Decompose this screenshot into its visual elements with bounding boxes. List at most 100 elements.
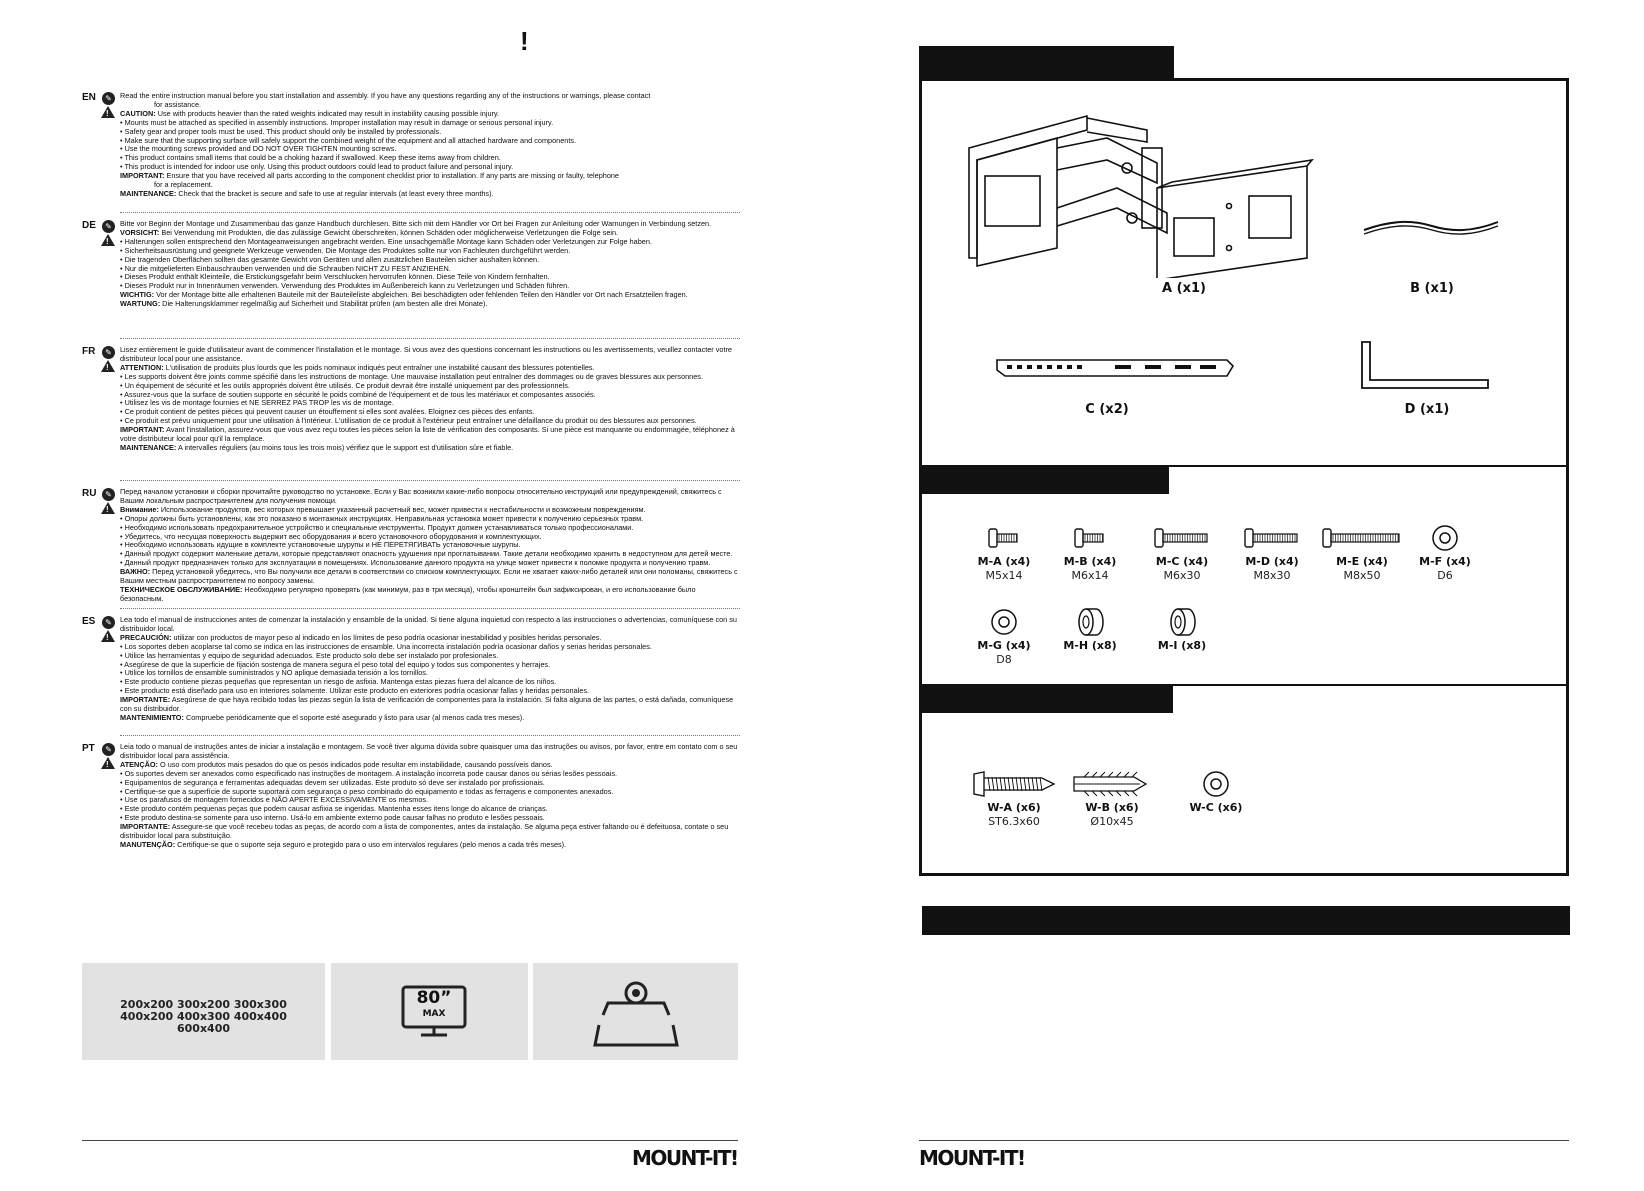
warning-sentence: Ensure that you have received all parts …	[164, 171, 619, 181]
language-code: PT	[82, 743, 95, 754]
warning-label: IMPORTANTE:	[120, 822, 171, 832]
part-d-label: D (x1)	[1404, 402, 1450, 417]
vesa-line: 200x200 300x200 300x300	[120, 998, 287, 1011]
warning-text: Leia todo o manual de instruções antes d…	[120, 742, 740, 850]
bolt-icon	[1154, 528, 1208, 548]
warning-paragraph: Lea todo el manual de instrucciones ante…	[120, 615, 740, 634]
language-code: EN	[82, 92, 96, 103]
dotted-separator	[120, 212, 740, 213]
warning-label: MANUTENÇÃO:	[120, 839, 176, 849]
bolt-icon	[1244, 528, 1298, 548]
weight-box	[533, 963, 738, 1060]
read-manual-icon: ✎	[102, 616, 115, 629]
dotted-separator	[120, 338, 740, 339]
weight-icon	[593, 981, 679, 1047]
warning-paragraph: • Dieses Produkt nur in Innenräumen verw…	[120, 281, 740, 291]
warning-paragraph: • This product contains small items that…	[120, 153, 740, 163]
warning-sentence: O uso com produtos mais pesados do que o…	[157, 759, 553, 769]
warning-sentence: A intervalles réguliers (au moins tous l…	[176, 442, 514, 452]
warning-sentence: • Необходимо использовать идущие в компл…	[120, 540, 521, 550]
caution-icon: !	[101, 502, 115, 514]
section-divider	[919, 684, 1569, 686]
hardware-size: M6x30	[1163, 569, 1201, 582]
warning-label: IMPORTANT:	[120, 425, 165, 435]
screen-size-box: 80” MAX	[331, 963, 528, 1060]
warning-paragraph: • Este produto destina-se somente para u…	[120, 813, 740, 823]
hardware-label: M-C (x4)	[1155, 555, 1209, 568]
hardware-size: D8	[996, 653, 1012, 666]
warning-paragraph: • Mounts must be attached as specified i…	[120, 118, 740, 128]
warning-label: CAUTION:	[120, 108, 156, 118]
warning-paragraph: IMPORTANTE: Assegure-se que você recebeu…	[120, 822, 740, 841]
dotted-separator	[120, 608, 740, 609]
warning-label: ATENÇÃO:	[120, 759, 158, 769]
hardware-size: Ø10x45	[1090, 815, 1134, 828]
warning-paragraph: • Необходимо использовать идущие в компл…	[120, 540, 740, 550]
part-a-label: A (x1)	[1162, 281, 1206, 296]
warning-paragraph: Leia todo o manual de instruções antes d…	[120, 742, 740, 761]
warning-paragraph: IMPORTANTE: Asegúrese de que haya recibi…	[120, 695, 740, 714]
warning-sentence: • Os suportes devem ser anexados como es…	[120, 768, 617, 778]
warning-label: WICHTIG:	[120, 290, 155, 300]
warning-paragraph: MAINTENANCE: A intervalles réguliers (au…	[120, 442, 740, 453]
washer-icon	[1432, 525, 1458, 551]
warning-paragraph: PRECAUCIÓN: utilizar con productos de ma…	[120, 633, 740, 643]
language-code: DE	[82, 220, 96, 231]
warning-paragraph: • Un équipement de sécurité et les outil…	[120, 381, 740, 391]
warning-paragraph: Внимание: Использование продуктов, вес к…	[120, 505, 740, 515]
warning-sentence: • Use os parafusos de montagem fornecido…	[120, 795, 429, 805]
warning-paragraph: • Nur die mitgelieferten Einbauschrauben…	[120, 264, 740, 274]
warning-label: MAINTENANCE:	[120, 188, 177, 198]
warning-sentence: Check that the bracket is secure and saf…	[176, 188, 494, 198]
warning-sentence: Lea todo el manual de instrucciones ante…	[120, 615, 737, 633]
warning-text: Перед началом установки и сборки прочита…	[120, 487, 740, 604]
warning-sentence: • Убедитесь, что несущая поверхность выд…	[120, 531, 542, 541]
warning-sentence: • This product contains small items that…	[120, 153, 501, 163]
warning-paragraph: • Use the mounting screws provided and D…	[120, 144, 740, 154]
warning-sentence: • Utilisez les vis de montage fournies e…	[120, 398, 394, 408]
warning-sentence: • Este produto contém pequenas peças que…	[120, 804, 548, 814]
warning-label: WARTUNG:	[120, 299, 161, 309]
part-b-strap-drawing	[1363, 220, 1499, 235]
part-c-rail-drawing	[996, 359, 1235, 377]
hardware-label: M-G (x4)	[977, 639, 1031, 652]
hardware-size: M8x30	[1253, 569, 1291, 582]
hardware-label: M-A (x4)	[977, 555, 1031, 568]
spacer-icon	[1170, 608, 1196, 636]
warning-paragraph: • Ce produit contient de petites pièces …	[120, 407, 740, 417]
warning-paragraph: VORSICHT: Bei Verwendung mit Produkten, …	[120, 228, 740, 238]
warning-sentence: Asegúrese de que haya recibido todas las…	[120, 695, 734, 714]
caution-icon: !	[101, 630, 115, 642]
warning-paragraph: • Os suportes devem ser anexados como es…	[120, 768, 740, 779]
warning-label: MANTENIMIENTO:	[120, 712, 184, 722]
warning-sentence: Certifique-se que o suporte seja seguro …	[175, 839, 567, 849]
washer-icon	[1203, 771, 1229, 797]
warning-sentence: • Dieses Produkt enthält Kleinteile, die…	[120, 272, 550, 282]
warning-paragraph: IMPORTANT: Ensure that you have received…	[120, 171, 740, 181]
warning-sentence: • Utilice los tornillos de ensamble sumi…	[120, 668, 428, 678]
screen-max-label: MAX	[422, 1009, 446, 1019]
warning-paragraph: • Use os parafusos de montagem fornecido…	[120, 795, 740, 805]
read-manual-icon: ✎	[102, 346, 115, 359]
warning-sentence: Die Halterungsklammer regelmäßig auf Sic…	[160, 299, 488, 309]
warning-sentence: • Equipamentos de segurança e ferramenta…	[120, 777, 545, 787]
warning-paragraph: • Asegúrese de que la superficie de fija…	[120, 660, 740, 670]
caution-icon: !	[101, 360, 115, 372]
hardware-label: M-D (x4)	[1245, 555, 1299, 568]
monitor-hardware-header-bar	[919, 465, 1169, 494]
warning-text: Lea todo el manual de instrucciones ante…	[120, 615, 740, 723]
warning-paragraph: • Utilice las herramientas y equipo de s…	[120, 651, 740, 661]
caution-icon: !	[101, 234, 115, 246]
warning-paragraph: • Los soportes deben acoplarse tal como …	[120, 642, 740, 652]
section-divider	[919, 465, 1569, 467]
warning-paragraph: • Este producto está diseñado para uso e…	[120, 686, 740, 696]
warning-sentence: for a replacement.	[154, 180, 213, 190]
tools-header-bar	[922, 906, 1570, 935]
footer-line	[82, 1140, 738, 1141]
hardware-label: W-B (x6)	[1085, 801, 1139, 814]
warning-sentence: • Die tragenden Oberflächen sollten das …	[120, 254, 540, 264]
warning-label: ATTENTION:	[120, 362, 164, 372]
warning-paragraph: for a replacement.	[120, 180, 740, 190]
warning-sentence: Avant l'installation, assurez-vous que v…	[120, 425, 735, 444]
tv-icon	[401, 985, 467, 1037]
